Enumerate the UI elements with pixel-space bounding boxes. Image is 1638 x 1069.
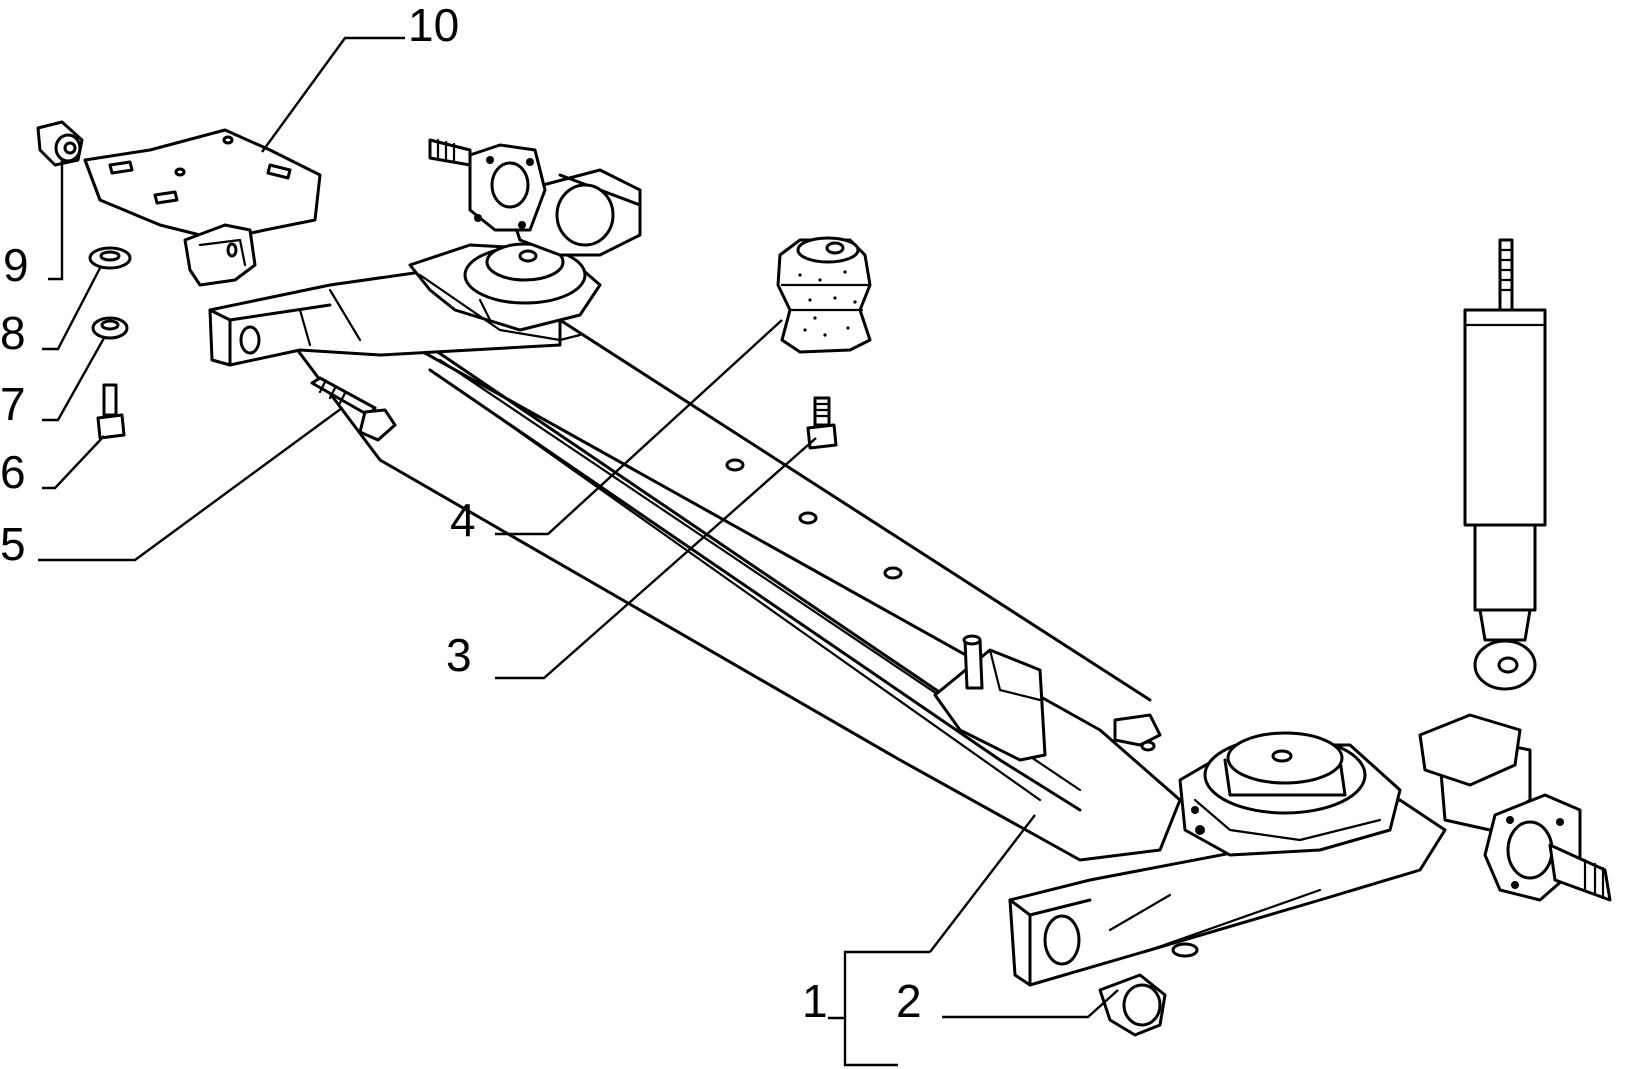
callout-4: 4	[450, 494, 476, 546]
callout-5: 5	[0, 518, 26, 570]
callout-9: 9	[3, 239, 29, 291]
mounting-bracket	[83, 128, 322, 287]
axle-beam	[208, 138, 1612, 987]
callout-1: 1	[802, 975, 828, 1027]
shock-absorber	[1463, 238, 1547, 691]
callout-8: 8	[0, 307, 26, 359]
callout-6: 6	[0, 446, 26, 498]
bolt-5	[310, 376, 397, 442]
leader-lines	[38, 36, 1119, 1067]
nut-7	[91, 316, 129, 340]
bump-stop-4	[776, 236, 872, 354]
bushing-2	[1098, 973, 1167, 1037]
callout-2: 2	[896, 975, 922, 1027]
washer-8	[88, 246, 132, 270]
callout-10: 10	[408, 0, 460, 51]
bolt-6	[96, 383, 126, 440]
stud-3	[806, 396, 838, 450]
callout-3: 3	[446, 629, 472, 681]
bushing-9	[36, 120, 84, 167]
callout-7: 7	[0, 378, 26, 430]
